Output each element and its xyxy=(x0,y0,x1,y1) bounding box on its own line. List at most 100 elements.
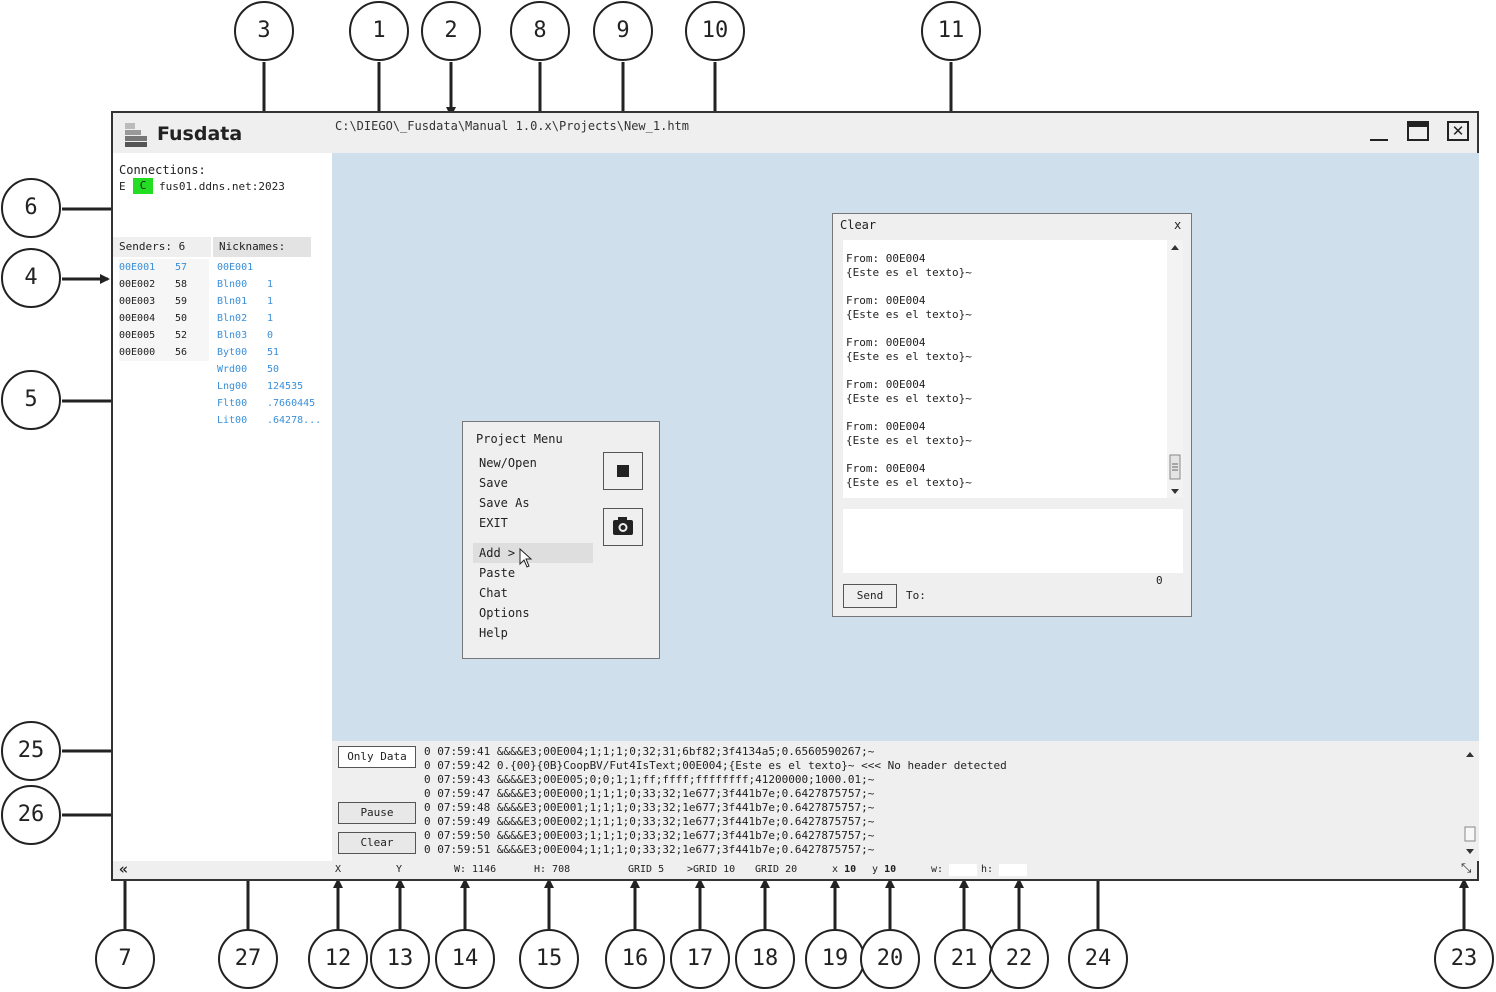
close-icon[interactable]: ✕ xyxy=(1447,121,1469,141)
menu-item-exit[interactable]: EXIT xyxy=(479,516,508,530)
scroll-down-icon[interactable] xyxy=(1466,849,1474,854)
chat-message: From: 00E004{Este es el texto}~ xyxy=(846,420,972,448)
project-menu: Project Menu New/Open Save Save As EXIT … xyxy=(462,421,660,659)
canvas-height-readout: H: 708 xyxy=(534,864,571,875)
chat-scrollbar[interactable] xyxy=(1167,240,1183,498)
sender-count: 59 xyxy=(175,296,188,307)
menu-item-paste[interactable]: Paste xyxy=(479,566,516,580)
log-lines: 0 07:59:41 &&&&E3;00E004;1;1;1;0;32;31;6… xyxy=(424,745,1007,857)
nickname-row[interactable]: Wrd00 50 xyxy=(217,361,327,378)
step-x-control[interactable]: x 10 xyxy=(832,864,856,875)
nickname-row[interactable]: 00E001 xyxy=(217,259,327,276)
message-text: {Este es el texto}~ xyxy=(846,392,972,405)
chat-send-button[interactable]: Send xyxy=(843,584,897,608)
grid-10-option[interactable]: >GRID 10 xyxy=(687,864,736,875)
nickname-row[interactable]: Lng00 124535 xyxy=(217,378,327,395)
resize-grip-icon[interactable]: ⤡ xyxy=(1461,861,1472,876)
nickname-name: Flt00 xyxy=(217,398,248,409)
menu-item-save-as[interactable]: Save As xyxy=(479,496,530,510)
chat-message-input[interactable] xyxy=(843,509,1183,573)
message-from: From: 00E004 xyxy=(846,462,926,475)
grid-5-option[interactable]: GRID 5 xyxy=(628,864,665,875)
nickname-value: 50 xyxy=(267,364,280,375)
step-y-control[interactable]: y 10 xyxy=(872,864,896,875)
cursor-y-readout: Y xyxy=(396,864,403,875)
sender-id: 00E004 xyxy=(119,313,156,324)
maximize-icon[interactable] xyxy=(1407,121,1429,141)
log-line: 0 07:59:50 &&&&E3;00E003;1;1;1;0;33;32;1… xyxy=(424,829,875,842)
chat-message: From: 00E004{Este es el texto}~ xyxy=(846,378,972,406)
nickname-value: 0 xyxy=(267,330,274,341)
callout-25: 25 xyxy=(1,721,61,781)
callout-1: 1 xyxy=(349,1,409,61)
sender-count: 56 xyxy=(175,347,188,358)
nickname-value: .64278... xyxy=(267,415,322,426)
menu-item-options[interactable]: Options xyxy=(479,606,530,620)
scroll-up-icon[interactable] xyxy=(1466,752,1474,757)
nickname-name: Wrd00 xyxy=(217,364,248,375)
height-input-label: h: xyxy=(981,864,994,875)
left-panel: Connections: E C fus01.ddns.net:2023 Sen… xyxy=(113,153,332,861)
grid-20-option[interactable]: GRID 20 xyxy=(755,864,798,875)
sender-id: 00E002 xyxy=(119,279,156,290)
chat-close-icon[interactable]: x xyxy=(1174,218,1182,232)
minimize-icon[interactable] xyxy=(1368,121,1390,141)
scroll-up-icon[interactable] xyxy=(1171,245,1179,250)
message-text: {Este es el texto}~ xyxy=(846,350,972,363)
menu-item-new-open[interactable]: New/Open xyxy=(479,456,537,470)
menu-item-save[interactable]: Save xyxy=(479,476,508,490)
step-y-value: 10 xyxy=(884,864,897,875)
nickname-value: 1 xyxy=(267,296,274,307)
nickname-row[interactable]: Flt00.7660445 xyxy=(217,395,327,412)
stop-button[interactable] xyxy=(603,452,643,490)
connection-status-badge[interactable]: C xyxy=(133,178,153,194)
message-text: {Este es el texto}~ xyxy=(846,308,972,321)
screenshot-button[interactable] xyxy=(603,508,643,546)
nickname-name: Lng00 xyxy=(217,381,248,392)
project-menu-title: Project Menu xyxy=(476,432,563,446)
clear-log-button[interactable]: Clear xyxy=(338,832,416,854)
scroll-thumb[interactable] xyxy=(1464,826,1476,842)
pause-button[interactable]: Pause xyxy=(338,802,416,824)
callout-23: 23 xyxy=(1434,929,1494,989)
nickname-row[interactable]: Lit00.64278... xyxy=(217,412,327,429)
callout-10: 10 xyxy=(685,1,745,61)
senders-header: Senders: 6 xyxy=(113,237,211,257)
title-bar: Fusdata C:\DIEGO\_Fusdata\Manual 1.0.x\P… xyxy=(113,113,1477,153)
chat-title[interactable]: Clear xyxy=(840,218,877,232)
callout-26: 26 xyxy=(1,785,61,845)
width-input[interactable] xyxy=(949,864,977,876)
sender-row[interactable]: 00E003 59 xyxy=(119,293,209,310)
scroll-down-icon[interactable] xyxy=(1171,489,1179,494)
log-scrollbar[interactable] xyxy=(1462,741,1478,861)
sender-id: 00E003 xyxy=(119,296,156,307)
height-input[interactable] xyxy=(999,864,1027,876)
nickname-value: 1 xyxy=(267,313,274,324)
only-data-button[interactable]: Only Data xyxy=(338,746,416,768)
menu-item-chat[interactable]: Chat xyxy=(479,586,508,600)
chat-char-count: 0 xyxy=(1156,574,1163,587)
callout-15: 15 xyxy=(519,929,579,989)
project-canvas[interactable]: Project Menu New/Open Save Save As EXIT … xyxy=(332,153,1479,741)
message-from: From: 00E004 xyxy=(846,420,926,433)
collapse-panel-icon[interactable]: « xyxy=(119,860,129,878)
nickname-name: Bln00 xyxy=(217,279,248,290)
connection-host: fus01.ddns.net:2023 xyxy=(159,180,285,193)
menu-item-help[interactable]: Help xyxy=(479,626,508,640)
nickname-value: 124535 xyxy=(267,381,304,392)
status-bar: « X Y W: 1146 H: 708 GRID 5 >GRID 10 GRI… xyxy=(113,860,1477,879)
menu-item-add[interactable]: Add > xyxy=(479,546,516,560)
callout-24: 24 xyxy=(1068,929,1128,989)
callout-3: 3 xyxy=(234,1,294,61)
